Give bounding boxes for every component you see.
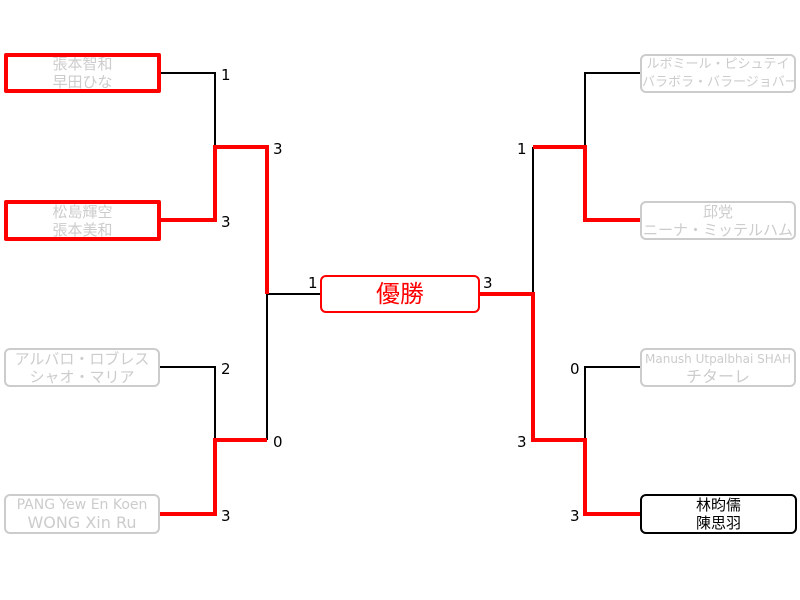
player-name: WONG Xin Ru [27, 513, 137, 532]
score: 3 [517, 433, 527, 451]
player-name: 陳思羽 [695, 514, 741, 532]
score: 3 [221, 213, 231, 231]
team-box[interactable]: 松島輝空張本美和 [4, 200, 161, 241]
player-name: 張本美和 [52, 220, 113, 239]
team-box[interactable]: アルバロ・ロブレスシャオ・マリア [4, 348, 160, 387]
score: 1 [308, 274, 318, 292]
player-name: 松島輝空 [52, 202, 113, 221]
score: 3 [221, 507, 231, 525]
player-name: チターレ [685, 366, 750, 386]
player-name: 早田ひな [52, 73, 113, 91]
score: 3 [273, 140, 283, 158]
player-name: ルボミール・ピシュテイ [646, 56, 790, 72]
player-name: シャオ・マリア [29, 367, 135, 386]
team-box[interactable]: 邱党ニーナ・ミッテルハム [640, 201, 796, 240]
team-box[interactable]: ルボミール・ピシュテイバラボラ・バラージョバー [640, 54, 796, 93]
score: 0 [570, 360, 580, 378]
score: 3 [483, 274, 493, 292]
score: 1 [221, 66, 231, 84]
player-name: ニーナ・ミッテルハム [642, 220, 793, 239]
score: 3 [570, 507, 580, 525]
player-name: 邱党 [702, 202, 733, 221]
player-name: アルバロ・ロブレス [14, 349, 150, 368]
score: 1 [517, 140, 527, 158]
score: 2 [221, 360, 231, 378]
player-name: Manush Utpalbhai SHAH [645, 351, 791, 366]
player-name: 林昀儒 [695, 496, 741, 514]
score: 0 [273, 433, 283, 451]
player-name: PANG Yew En Koen [16, 497, 148, 513]
champion-box: 優勝 [320, 275, 480, 313]
player-name: 張本智和 [52, 55, 113, 73]
team-box[interactable]: 林昀儒陳思羽 [640, 494, 797, 534]
player-name: バラボラ・バラージョバー [642, 74, 796, 90]
team-box[interactable]: 張本智和早田ひな [4, 53, 161, 93]
